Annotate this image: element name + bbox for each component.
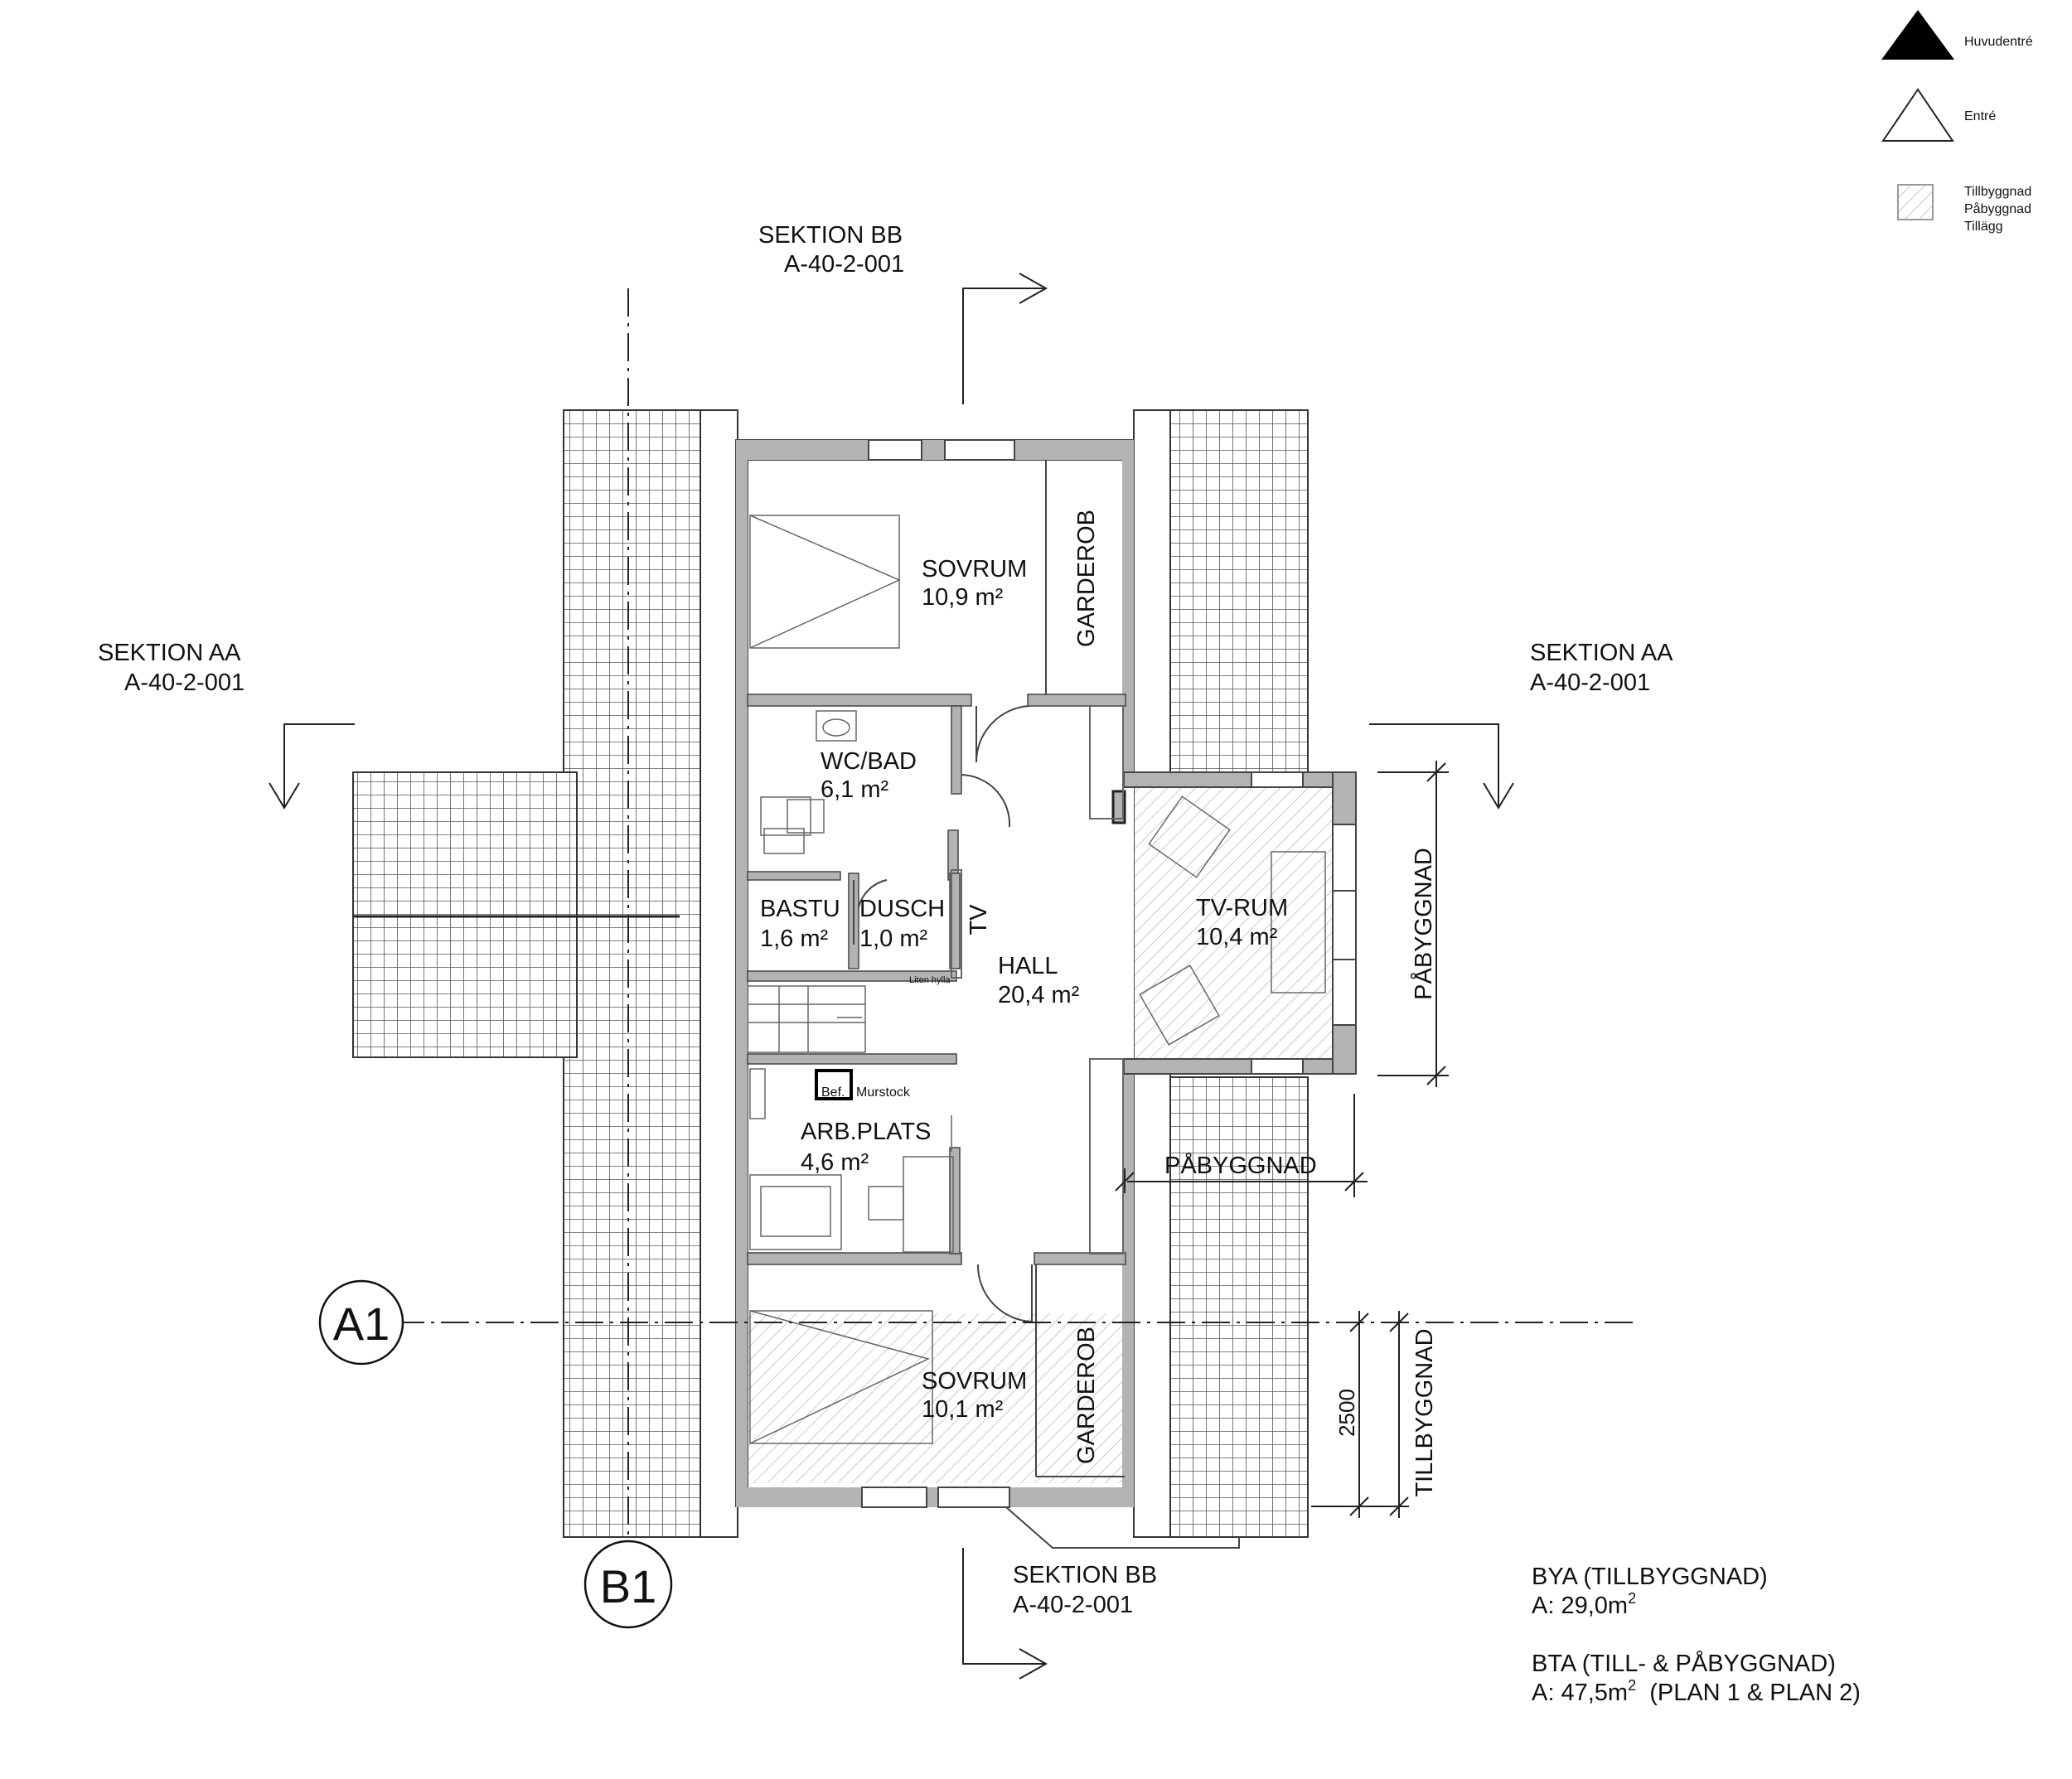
room-sovrum-bottom-name: SOVRUM [922, 1368, 1027, 1395]
room-hall-area: 20,4 m² [998, 982, 1080, 1008]
legend-extension-line-1: Tillbyggnad [1964, 185, 2031, 199]
section-bb-top-ref: A-40-2-001 [784, 251, 904, 278]
furniture [748, 515, 1326, 1444]
dim-pabyggnad-horizontal: PÅBYGGNAD [1164, 1152, 1317, 1179]
section-aa-right-ref: A-40-2-001 [1530, 670, 1650, 696]
legend-main-entrance: Huvudentré [1964, 35, 2033, 49]
legend: Huvudentré Entré Tillbyggnad Påbyggnad T… [1881, 10, 2033, 234]
sovrum-bottom-extension-hatch [748, 1313, 1125, 1483]
room-bastu-area: 1,6 m² [760, 926, 829, 952]
room-sovrum-top-area: 10,9 m² [922, 584, 1004, 611]
bya-title: BYA (TILLBYGGNAD) [1532, 1564, 1768, 1590]
axis-a1-label: A1 [333, 1298, 390, 1350]
roof-right-lower [1169, 1076, 1309, 1538]
axis-b1-bubble [583, 1540, 673, 1629]
entrance-triangle-icon [1881, 88, 1954, 142]
room-dusch-area: 1,0 m² [859, 926, 928, 952]
section-bb-top-title: SEKTION BB [758, 222, 903, 249]
legend-entrance: Entré [1964, 109, 1996, 123]
room-garderob-top: GARDEROB [1073, 510, 1100, 647]
dim-tillbyggnad-vertical: TILLBYGGNAD [1411, 1328, 1438, 1496]
room-murstock-label: Murstock [856, 1085, 911, 1100]
dim-pabyggnad-vertical: PÅBYGGNAD [1410, 848, 1437, 1000]
axis-a1-bubble [318, 1279, 404, 1366]
section-aa-right-title: SEKTION AA [1530, 640, 1673, 666]
axis-b1-label: B1 [600, 1560, 657, 1612]
grid-axes: A1 B1 [318, 288, 1637, 1629]
walls [735, 439, 1357, 1549]
roof-right-upper [1169, 409, 1309, 776]
dimension-lines [1115, 761, 1449, 1518]
bya-value: A: 29,0m2 [1532, 1590, 1636, 1619]
room-sovrum-bottom-area: 10,1 m² [922, 1396, 1004, 1423]
room-shelf-label: Liten hylla [909, 975, 951, 985]
eave-left [700, 409, 738, 1538]
tvrum-extension-hatch [1124, 787, 1348, 1066]
section-bb-bottom-title: SEKTION BB [1013, 1562, 1157, 1588]
area-summary: BYA (TILLBYGGNAD) A: 29,0m2 BTA (TILL- &… [1532, 1564, 1861, 1706]
roof-areas [352, 409, 1309, 1538]
room-labels: SOVRUM 10,9 m² GARDEROB WC/BAD 6,1 m² BA… [760, 510, 1288, 1464]
room-wcbad-area: 6,1 m² [821, 776, 889, 803]
room-garderob-bottom: GARDEROB [1073, 1327, 1100, 1464]
roof-left-extension [352, 771, 578, 1058]
legend-extension-line-2: Påbyggnad [1964, 201, 2031, 216]
section-markers [269, 273, 1514, 1680]
bta-value: A: 47,5m2 (PLAN 1 & PLAN 2) [1532, 1677, 1861, 1706]
extension-hatch-swatch-icon [1897, 184, 1934, 220]
doors [853, 705, 1033, 1322]
section-aa-left-ref: A-40-2-001 [124, 670, 244, 696]
murstock-chimney [815, 1069, 853, 1100]
room-wcbad-name: WC/BAD [821, 748, 917, 775]
legend-extension-line-3: Tillägg [1964, 220, 2003, 234]
dim-2500: 2500 [1334, 1389, 1359, 1437]
section-aa-left-title: SEKTION AA [98, 640, 241, 666]
room-tvrum-area: 10,4 m² [1196, 924, 1278, 950]
bta-title: BTA (TILL- & PÅBYGGNAD) [1532, 1650, 1836, 1677]
room-hall-name: HALL [998, 953, 1058, 979]
section-bb-bottom-ref: A-40-2-001 [1013, 1592, 1133, 1618]
room-dusch-name: DUSCH [859, 896, 945, 922]
main-entrance-triangle-icon [1881, 10, 1954, 60]
room-murstock-prefix: Bef. [821, 1085, 845, 1100]
room-bastu-name: BASTU [760, 896, 840, 922]
room-arb-name: ARB.PLATS [801, 1119, 931, 1145]
room-sovrum-top-name: SOVRUM [922, 556, 1027, 583]
room-arb-area: 4,6 m² [801, 1149, 869, 1176]
room-tv-label: TV [966, 904, 992, 935]
room-tvrum-name: TV-RUM [1196, 895, 1288, 921]
